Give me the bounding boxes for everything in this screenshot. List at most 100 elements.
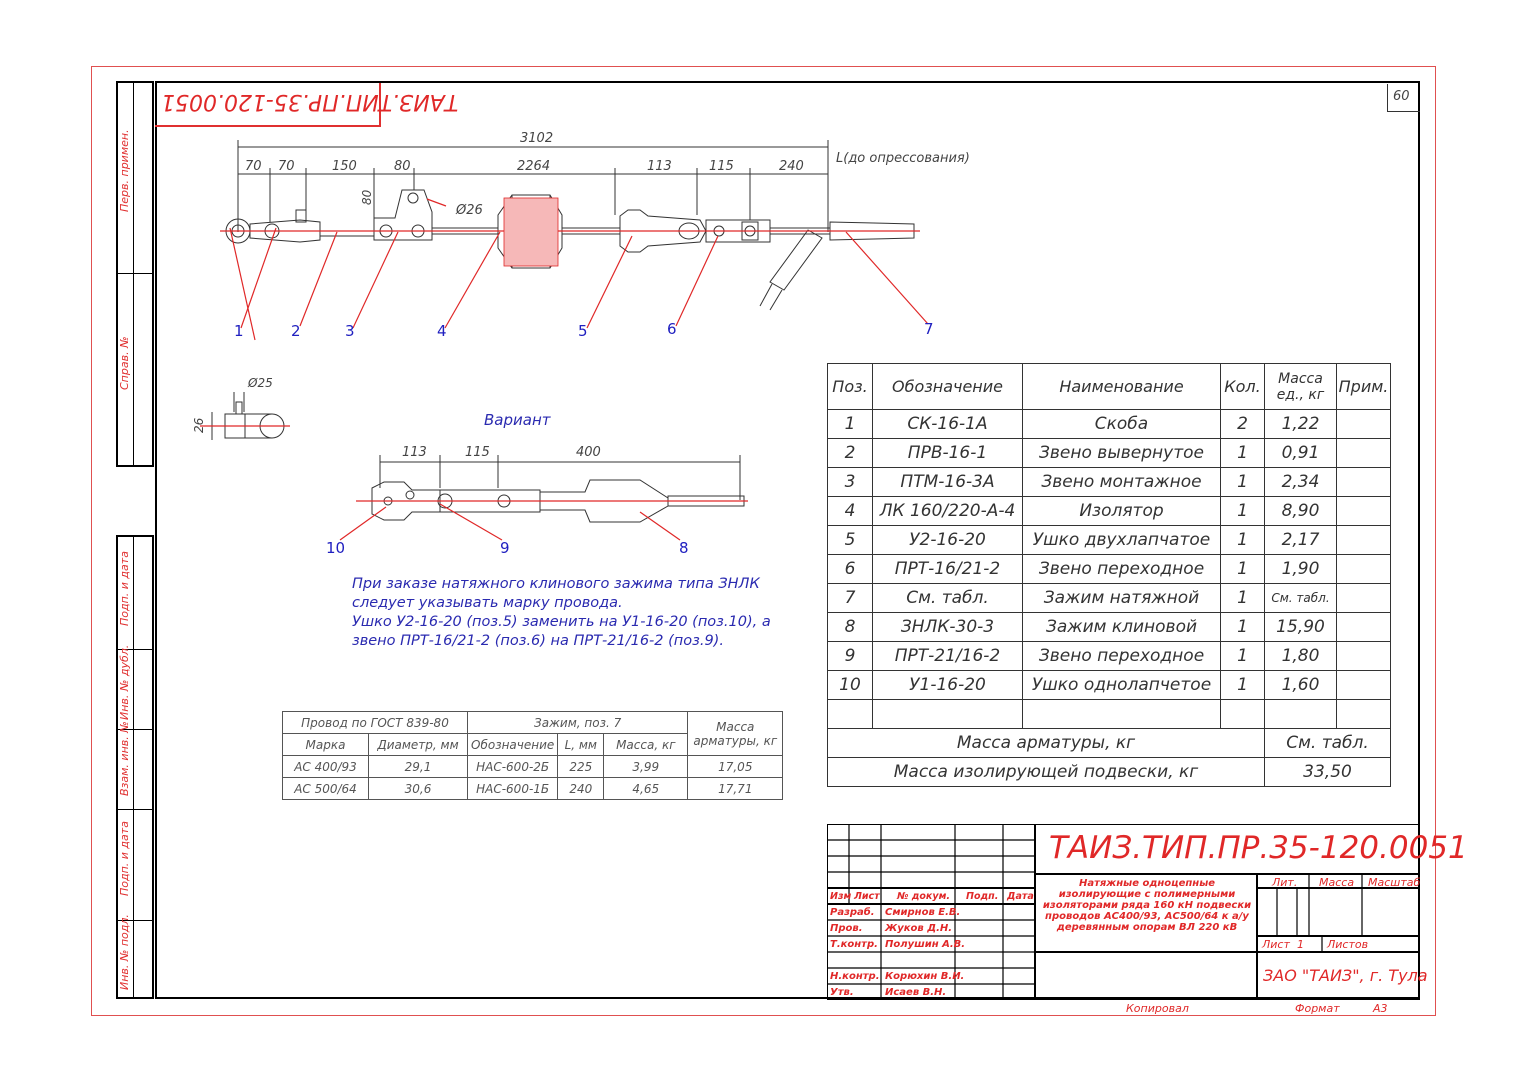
cell: Скоба: [1022, 409, 1221, 439]
cell: 9: [827, 641, 873, 671]
cell: [1336, 409, 1391, 439]
dim-diam26: Ø26: [456, 203, 483, 218]
stamp-person: Исаев В.Н.: [885, 987, 947, 998]
cell: [1336, 554, 1391, 584]
table-row-empty: [827, 699, 1391, 729]
dim-240: 240: [779, 159, 804, 174]
stamp-scale: Масштаб: [1368, 876, 1421, 889]
dim-2264: 2264: [517, 159, 551, 174]
cell: Зажим клиновой: [1022, 612, 1221, 642]
cell: 30,6: [368, 777, 468, 800]
cell: 2: [827, 438, 873, 468]
cell: У2-16-20: [872, 525, 1023, 555]
cell: 0,91: [1264, 438, 1337, 468]
stamp-lit: Лит.: [1272, 876, 1298, 889]
cell: [1336, 525, 1391, 555]
stamp-sheets: Листов: [1327, 938, 1369, 951]
cell: СК-16-1А: [872, 409, 1023, 439]
wire-group-conductor: Провод по ГОСТ 839-80: [282, 711, 468, 734]
cell: 1: [1220, 554, 1265, 584]
stamp-role: Разраб.: [830, 907, 875, 918]
callout-7: 7: [924, 320, 934, 338]
stamp-company: ЗАО "ТАИЗ", г. Тула: [1263, 966, 1428, 985]
variant-callout-10: 10: [326, 539, 346, 557]
copied-by: Копировал: [1126, 1002, 1189, 1015]
format-value: А3: [1373, 1002, 1388, 1015]
dim-113: 113: [647, 159, 672, 174]
cell: 2: [1220, 409, 1265, 439]
cell: 1: [1220, 583, 1265, 613]
spec-header-pos: Поз.: [827, 363, 873, 410]
cell: ПРВ-16-1: [872, 438, 1023, 468]
variant-dim-115: 115: [465, 445, 490, 460]
cell: Ушко однолапчетое: [1022, 670, 1221, 700]
callout-3: 3: [345, 322, 355, 340]
stamp-sheet: Лист: [1262, 938, 1290, 951]
sheet-inner-frame: [155, 81, 1420, 999]
dim-26: 26: [192, 417, 206, 433]
cell: НАС-600-2Б: [466, 755, 559, 778]
mass-fittings-label: Масса арматуры, кг: [827, 728, 1265, 758]
stamp-col-izm: Изм: [830, 891, 852, 902]
cell: ЗНЛК-30-3: [872, 612, 1023, 642]
cell: ПТМ-16-3А: [872, 467, 1023, 497]
table-row-mass-fittings: Масса арматуры, кг См. табл.: [827, 728, 1391, 758]
sheet-number-box: 60: [1387, 84, 1420, 112]
cell: АС 500/64: [282, 777, 369, 800]
cell: 7: [827, 583, 873, 613]
cell: 1: [1220, 496, 1265, 526]
variant-title: Вариант: [484, 411, 551, 429]
cell: Звено переходное: [1022, 641, 1221, 671]
variant-callout-8: 8: [679, 539, 689, 557]
wire-sub-diameter: Диаметр, мм: [368, 733, 468, 756]
spec-header-mass: Масса ед., кг: [1264, 363, 1337, 410]
dim-70b: 70: [278, 159, 295, 174]
table-row-mass-assembly: Масса изолирующей подвески, кг 33,50: [827, 757, 1391, 787]
cell: ПРТ-21/16-2: [872, 641, 1023, 671]
cell: 15,90: [1264, 612, 1337, 642]
cell: [1336, 467, 1391, 497]
order-note: При заказе натяжного клинового зажима ти…: [352, 575, 771, 651]
callout-5: 5: [578, 322, 588, 340]
stamp-col-doc: № докум.: [897, 891, 950, 902]
title-block: ТАИЗ.ТИП.ПР.35-120.0051 Натяжные одноцеп…: [827, 824, 1468, 1000]
cell: ЛК 160/220-А-4: [872, 496, 1023, 526]
spec-header-qty: Кол.: [1220, 363, 1265, 410]
cell: 2,17: [1264, 525, 1337, 555]
cell: 1: [1220, 525, 1265, 555]
cell: [1336, 670, 1391, 700]
callout-6: 6: [667, 320, 677, 338]
mass-assembly-label: Масса изолирующей подвески, кг: [827, 757, 1265, 787]
cell: 1: [1220, 438, 1265, 468]
cell: Звено переходное: [1022, 554, 1221, 584]
note-line: звено ПРТ-16/21-2 (поз.6) на ПРТ-21/16-2…: [352, 633, 724, 649]
variant-dim-113: 113: [402, 445, 427, 460]
cell: [1336, 612, 1391, 642]
cell: 1: [1220, 641, 1265, 671]
dim-diam25: Ø25: [248, 376, 273, 390]
cell: 3,99: [603, 755, 689, 778]
stamp-col-sign: Подп.: [966, 891, 999, 902]
sheet-number: 60: [1393, 89, 1410, 104]
stamp-sheet-no: 1: [1297, 938, 1304, 951]
dim-80: 80: [394, 159, 411, 174]
cell: У1-16-20: [872, 670, 1023, 700]
wire-table: Провод по ГОСТ 839-80 Зажим, поз. 7 Масс…: [282, 711, 784, 800]
cell: 17,71: [687, 777, 784, 800]
cell: 6: [827, 554, 873, 584]
cell: ПРТ-16/21-2: [872, 554, 1023, 584]
code-box-rotated: ТАИЗ.ТИП.ПР.35-120.0051: [155, 83, 458, 127]
stamp-code: ТАИЗ.ТИП.ПР.35-120.0051: [1049, 830, 1468, 866]
wire-sub-mass: Масса, кг: [603, 733, 689, 756]
cell: АС 400/93: [282, 755, 369, 778]
